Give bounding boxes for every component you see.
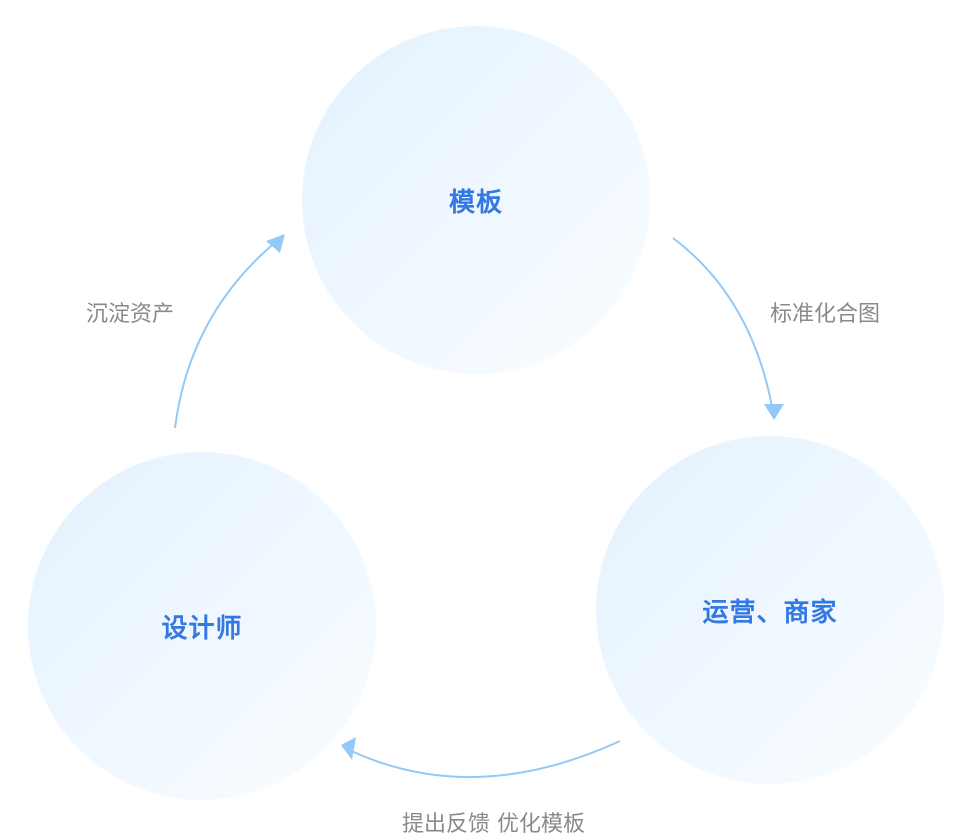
arrow-template-to-operations [672, 237, 775, 419]
arrowhead-template-to-operations [764, 404, 784, 420]
node-template: 模板 [302, 26, 650, 374]
arrow-operations-to-designer [342, 740, 621, 778]
edge-label-accumulate-assets: 沉淀资产 [86, 302, 175, 327]
node-designer-label: 设计师 [161, 613, 243, 644]
arrow-designer-to-template [174, 235, 284, 429]
node-operations-merchants: 运营、商家 [596, 436, 944, 784]
arrowhead-operations-to-designer [341, 737, 356, 760]
node-operations-label: 运营、商家 [702, 597, 838, 628]
node-designer: 设计师 [28, 452, 376, 800]
node-template-label: 模板 [448, 187, 503, 218]
arrowhead-designer-to-template [266, 234, 285, 253]
edge-label-standardize: 标准化合图 [770, 302, 881, 327]
edge-label-feedback: 提出反馈 优化模板 [402, 812, 585, 837]
